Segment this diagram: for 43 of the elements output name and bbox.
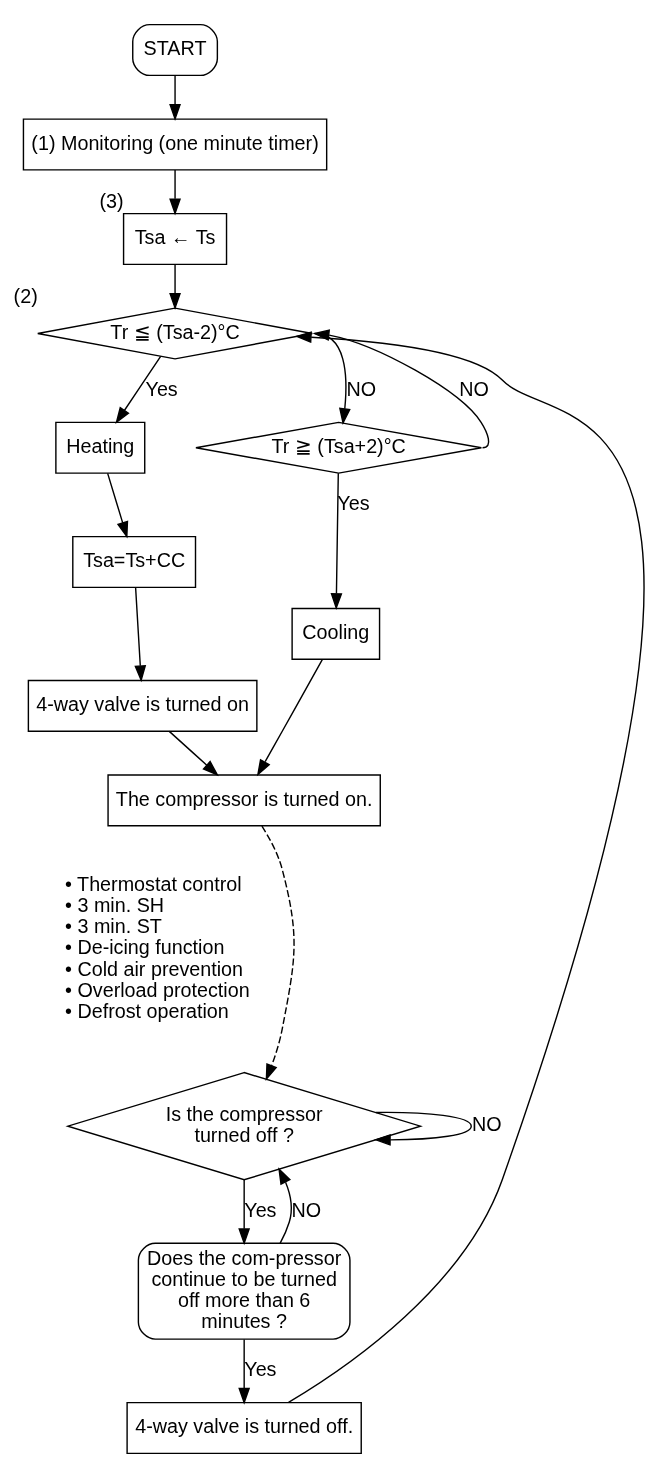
arrow (134, 586, 147, 682)
arrow (287, 330, 644, 1403)
edge-label: Yes (244, 1198, 277, 1221)
node-box: Tsa=Ts+CC (72, 535, 197, 588)
label: • Thermostat control (65, 872, 242, 895)
arrow (330, 471, 343, 610)
node-box: Heating (55, 421, 146, 474)
node-label: (2) (13, 284, 38, 307)
node-diamond: Is the compressor turned off ? (65, 1071, 423, 1180)
label: • 3 min. SH (65, 893, 165, 916)
arrow (169, 168, 181, 215)
edge-label: Yes (145, 377, 178, 400)
node-box: 4-way valve is turned off. (126, 1401, 362, 1454)
node-label: (3) (99, 189, 124, 212)
node-box: 4-way valve is turned on (27, 679, 258, 732)
label: • De-icing function (65, 935, 225, 958)
node-box: The compressor is turned on. (107, 773, 381, 826)
arrow (261, 824, 295, 1081)
edge-label: NO (291, 1198, 322, 1221)
node-box: Does the com-pressor continue to be turned off more than 6 minutes ? (137, 1242, 351, 1340)
arrow (256, 658, 324, 776)
node-box: (1) Monitoring (one minute timer) (22, 117, 328, 171)
node-box: Cooling (291, 607, 381, 660)
arrow (312, 328, 490, 448)
node-diamond: Tr ≧ (Tsa+2)°C (195, 421, 483, 474)
arrow (168, 730, 219, 776)
arrow (115, 355, 162, 424)
edge-label: NO (346, 377, 377, 400)
arrow (278, 1166, 292, 1244)
edge-label: Yes (244, 1357, 277, 1380)
arrow (238, 1178, 251, 1245)
node-box: Tsa ← Ts (122, 212, 228, 265)
node-box: START (132, 23, 219, 76)
label: • Cold air prevention (65, 957, 244, 980)
arrow (106, 472, 129, 538)
edge-label: NO (459, 377, 489, 400)
arrow (169, 74, 181, 121)
edge-label: Yes (337, 491, 370, 514)
edge-label: NO (471, 1112, 502, 1135)
arrow (373, 1111, 472, 1146)
arrow (238, 1338, 251, 1405)
arrow (169, 263, 181, 310)
label: • 3 min. ST (65, 914, 162, 937)
